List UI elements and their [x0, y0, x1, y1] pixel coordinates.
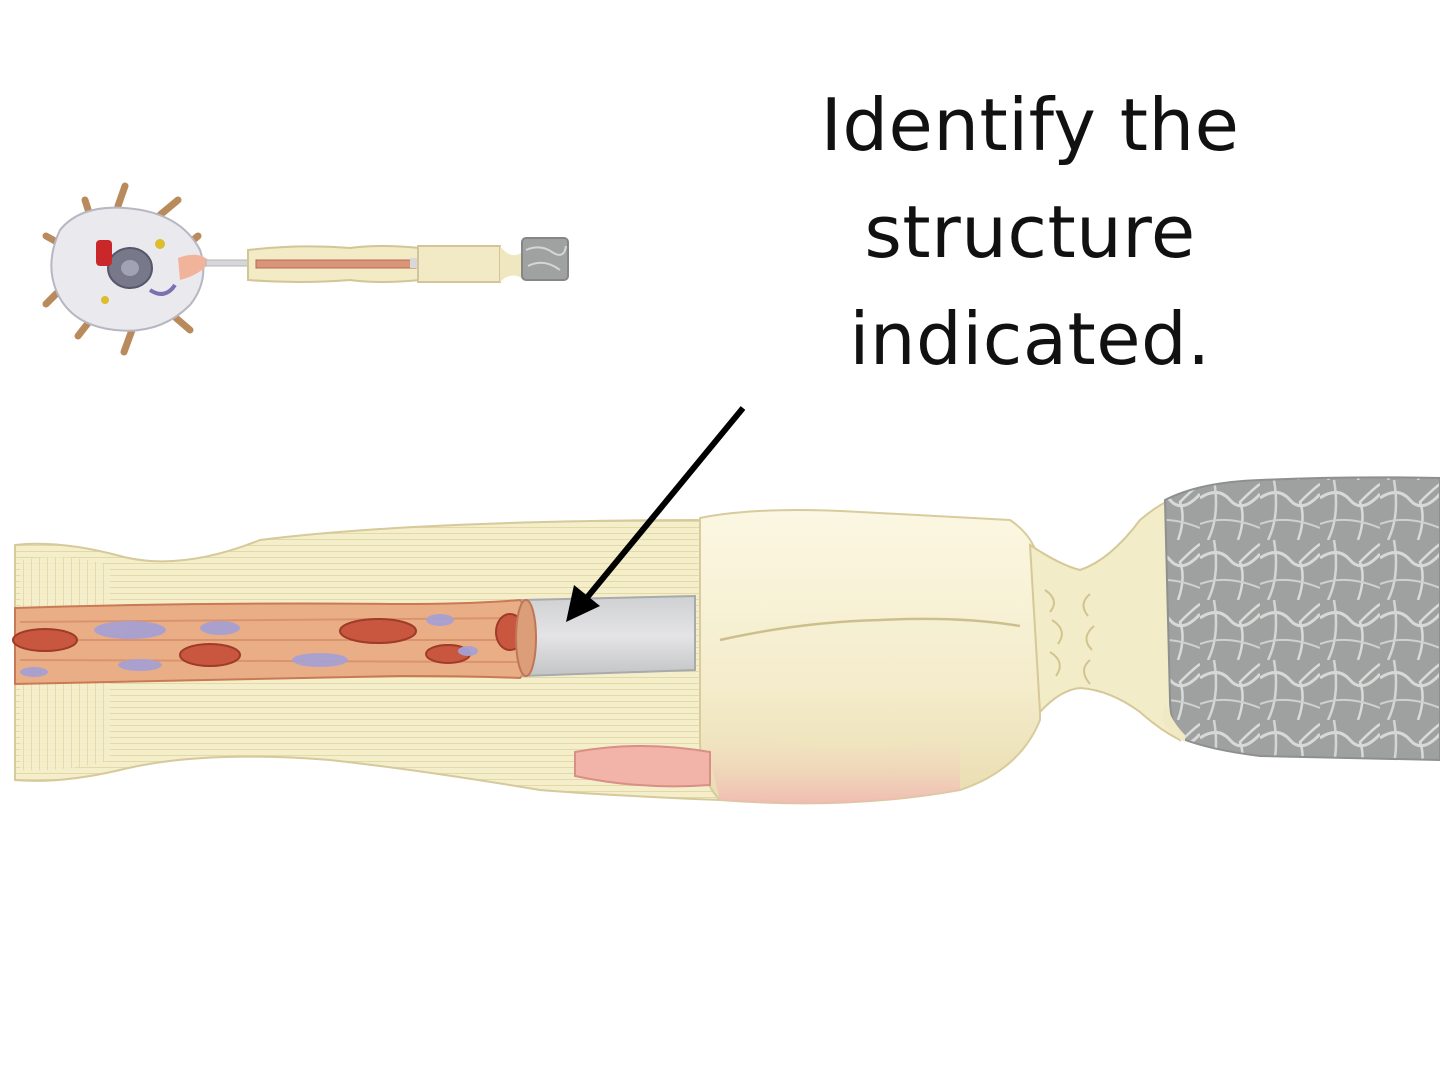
node-of-ranvier: [1028, 498, 1181, 742]
prompt-line-2: structure: [864, 190, 1196, 274]
prompt-line-3: indicated.: [849, 297, 1211, 381]
pointer-arrow: [566, 406, 746, 622]
question-prompt: Identify the structure indicated.: [770, 72, 1290, 393]
prompt-line-1: Identify the: [820, 83, 1240, 167]
